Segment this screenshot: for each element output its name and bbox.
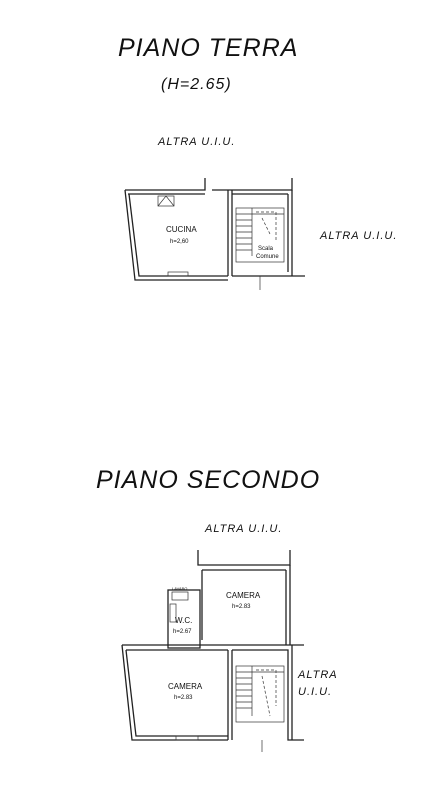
ground-floor-neighbor-right: ALTRA U.I.U. (320, 230, 398, 242)
second-floor-wall-right (232, 649, 304, 741)
second-floor-plan (121, 550, 304, 752)
bedroom1-height: h=2.83 (232, 604, 251, 610)
second-floor-title: PIANO SECONDO (96, 466, 321, 494)
ground-floor-neighbor-top: ALTRA U.I.U. (158, 136, 236, 148)
stair-label-scala: Scala (258, 246, 274, 252)
second-floor-wall-top (197, 550, 291, 566)
kitchen-label: CUCINA (166, 225, 197, 234)
ground-floor-wall-top-left (125, 178, 206, 191)
wc-fixture (169, 603, 177, 623)
wc-walls (167, 589, 201, 649)
second-floor-common-stair (235, 665, 285, 723)
bedroom1-label: CAMERA (226, 591, 261, 600)
second-floor-wall-left-inner (125, 649, 228, 737)
ground-floor-common-stair (235, 207, 285, 263)
ground-floor-height-note: (H=2.65) (161, 76, 232, 93)
wc-label: W.C. (175, 616, 193, 625)
stair-label-comune: Comune (256, 254, 279, 260)
lavabo-label: LAVABO (172, 586, 188, 591)
ground-floor-wall-left-inner (128, 193, 228, 277)
bedroom2-label: CAMERA (168, 682, 203, 691)
second-floor-wall-left (121, 644, 228, 741)
kitchen-hood (157, 195, 175, 207)
ground-floor-plan (124, 178, 305, 290)
ground-floor-window-bottom (167, 271, 189, 277)
second-floor-neighbor-right-line1: ALTRA (298, 669, 338, 681)
bedroom2-height: h=2.83 (174, 695, 193, 701)
second-floor-neighbor-top: ALTRA U.I.U. (205, 523, 283, 535)
wc-height: h=2.67 (173, 629, 192, 635)
second-floor-window-bottom (175, 735, 199, 741)
lavabo-fixture (171, 591, 189, 601)
ground-floor-title: PIANO TERRA (118, 34, 299, 62)
second-floor-neighbor-right-line2: U.I.U. (298, 686, 333, 698)
ground-floor-wall-left (124, 189, 228, 281)
kitchen-height: h=2,60 (170, 239, 189, 245)
ground-floor-wall-top-right (212, 178, 293, 191)
